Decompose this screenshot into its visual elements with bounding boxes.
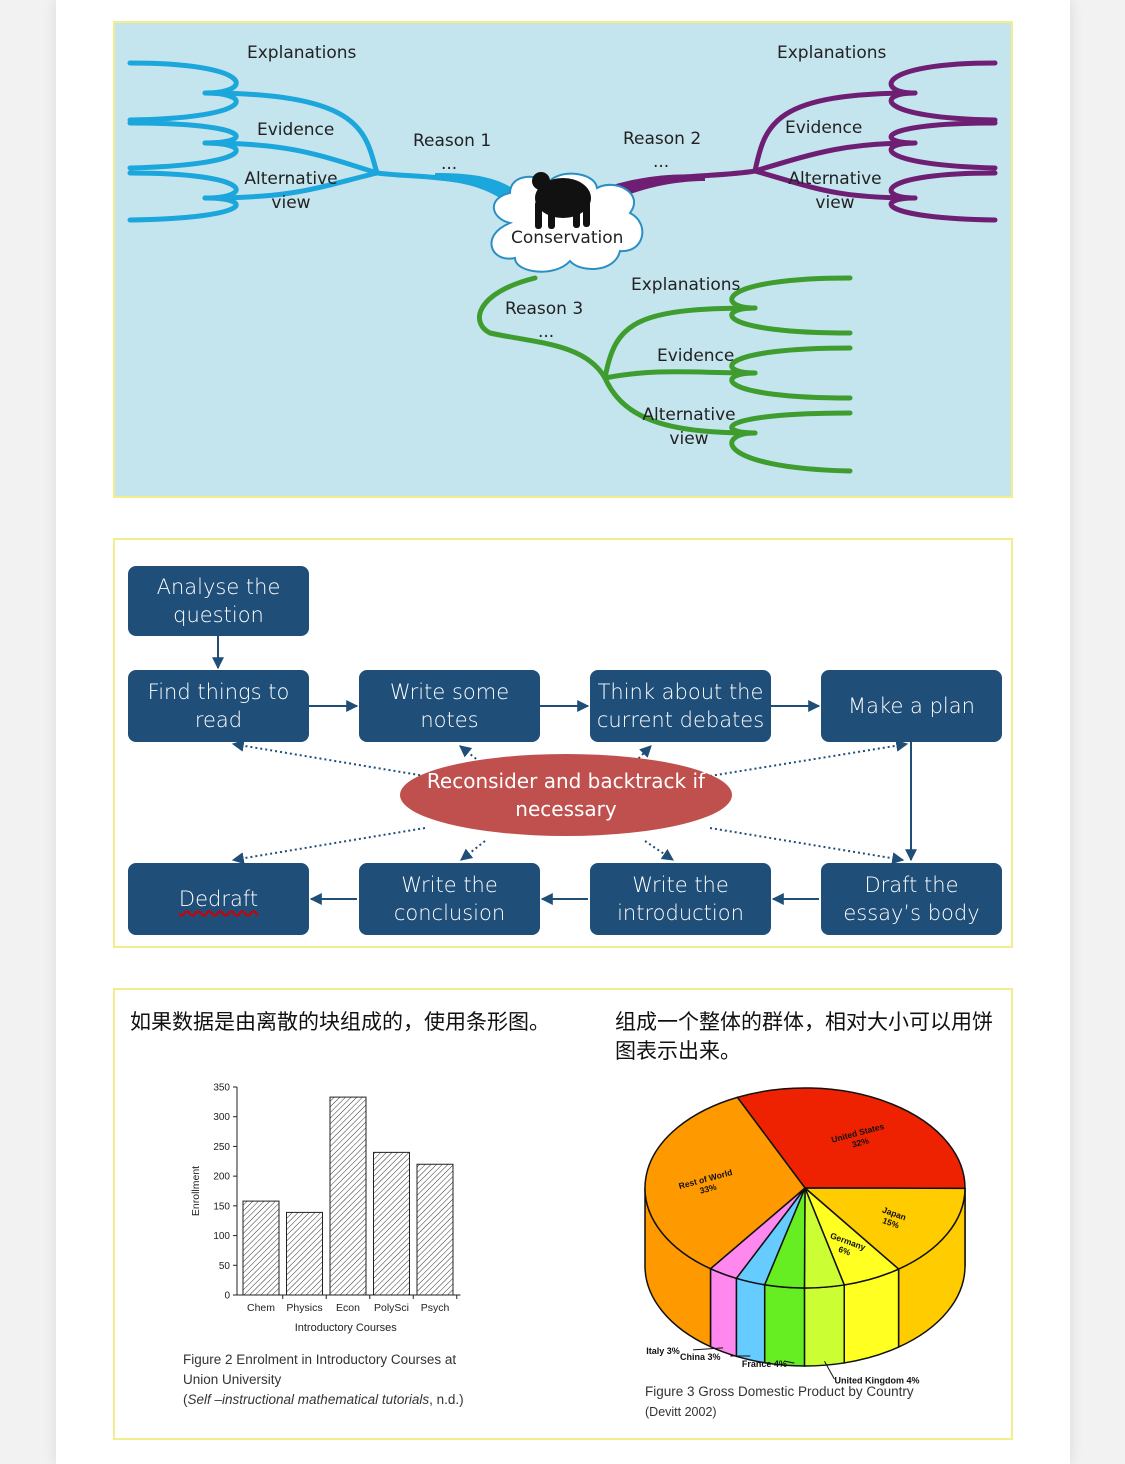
bar-caption-source-title: Self –instructional mathematical tutoria… — [187, 1392, 430, 1407]
pie-slice-japan — [802, 1187, 966, 1270]
bar-chart-caption: Figure 2 Enrolment in Introductory Cours… — [183, 1350, 523, 1410]
reason-1-ellipsis: ... — [441, 154, 457, 174]
bar-caption-open-paren: ( — [183, 1392, 188, 1407]
dotted-to-find — [231, 739, 426, 777]
bar-y-tick-label: 150 — [213, 1201, 230, 1212]
bar-chem — [242, 1200, 280, 1296]
bar-polysci — [373, 1151, 410, 1296]
bar-x-tick-label: Physics — [286, 1302, 322, 1314]
pie-label-italy: Italy 3% — [646, 1346, 680, 1356]
pie-side-china — [735, 1277, 766, 1364]
pie-caption-line-1: Figure 3 Gross Domestic Product by Count… — [645, 1384, 914, 1399]
pie-caption-line-2: (Devitt 2002) — [645, 1405, 717, 1419]
dotted-to-notes — [459, 745, 481, 763]
pie-leader-france — [784, 1360, 795, 1364]
flowchart-panel: Analyse the question Find things to read… — [113, 538, 1013, 948]
reason-2-evidence: Evidence — [785, 118, 862, 138]
bar-caption-source-date: , n.d.) — [429, 1392, 464, 1407]
bar-y-tick-label: 50 — [219, 1261, 231, 1272]
pie-side-united-kingdom — [803, 1284, 845, 1367]
step-make-a-plan: Make a plan — [821, 670, 1002, 742]
bar-x-tick-label: PolySci — [374, 1302, 409, 1314]
dotted-to-plan — [709, 739, 909, 777]
gdp-pie-chart: United States32%Japan15%Germany6%United … — [644, 1087, 966, 1385]
conservation-cloud — [490, 172, 644, 273]
reason-3-ellipsis: ... — [538, 322, 554, 342]
reason-1-evidence: Evidence — [257, 120, 334, 140]
step-write-conclusion: Write the conclusion — [359, 863, 540, 935]
reason-1-label: Reason 1 — [413, 131, 491, 151]
bar-chart-intro-text: 如果数据是由离散的块组成的，使用条形图。 — [130, 1010, 550, 1034]
mind-map-panel: Conservation Reason 1 ... Reason 2 ... R… — [113, 21, 1013, 498]
step-think-about-debates: Think about the current debates — [590, 670, 771, 742]
bar-caption-line-1: Figure 2 Enrolment in Introductory Cours… — [183, 1352, 457, 1367]
reason-2-root — [590, 174, 705, 208]
bar-econ — [329, 1096, 367, 1296]
step-redraft: Dedraft — [128, 863, 309, 935]
reason-2-explanations: Explanations — [777, 43, 886, 63]
flowchart-arrows — [212, 636, 917, 905]
reconsider-backtrack-ellipse: Reconsider and backtrack if necessary — [400, 754, 732, 836]
pie-side-italy — [709, 1267, 738, 1358]
pie-chart-intro-text: 组成一个整体的群体，相对大小可以用饼图表示出来。 — [615, 1010, 993, 1063]
bar-caption-line-3: (Self –instructional mathematical tutori… — [183, 1390, 523, 1410]
bar-x-tick-label: Chem — [247, 1302, 275, 1314]
figures-panel: 如果数据是由离散的块组成的，使用条形图。 组成一个整体的群体，相对大小可以用饼图… — [113, 988, 1013, 1440]
bar-caption-line-2: Union University — [183, 1372, 282, 1387]
bar-y-axis-title: Enrollment — [190, 1166, 202, 1216]
pie-chart-caption: Figure 3 Gross Domestic Product by Count… — [645, 1382, 1005, 1422]
pie-side-france — [763, 1283, 806, 1367]
step-analyse-question: Analyse the question — [128, 566, 309, 636]
step-write-some-notes: Write some notes — [359, 670, 540, 742]
bar-physics — [286, 1211, 323, 1296]
bar-psych — [416, 1163, 454, 1296]
dotted-to-redraft — [231, 827, 426, 865]
reason-3-branch — [477, 275, 853, 474]
pie-leader-italy — [693, 1347, 724, 1351]
bar-y-tick-label: 250 — [213, 1142, 230, 1153]
dotted-to-draft — [709, 827, 905, 865]
bar-y-tick-label: 300 — [213, 1112, 230, 1123]
bar-x-tick-label: Psych — [421, 1302, 450, 1314]
reason-3-explanations: Explanations — [631, 275, 740, 295]
reason-3-evidence: Evidence — [657, 346, 734, 366]
reason-3-label: Reason 3 — [505, 299, 583, 319]
reason-2-ellipsis: ... — [653, 152, 669, 172]
step-find-things-to-read: Find things to read — [128, 670, 309, 742]
pie-slice-united-states — [736, 1087, 966, 1190]
bar-y-tick-label: 350 — [213, 1083, 230, 1094]
pie-leader-united-kingdom — [824, 1361, 835, 1380]
step-write-introduction: Write the introduction — [590, 863, 771, 935]
reason-1-branch — [127, 60, 518, 223]
dotted-to-conclusion — [460, 840, 486, 861]
bar-y-tick-label: 0 — [224, 1291, 230, 1302]
bar-x-axis-title: Introductory Courses — [295, 1322, 398, 1334]
redraft-label: Dedraft — [178, 887, 259, 911]
pie-slice-rest-of-world — [644, 1096, 807, 1270]
pie-label-france: France 4% — [742, 1359, 787, 1369]
gorilla-icon — [532, 172, 591, 229]
reason-1-explanations: Explanations — [247, 43, 356, 63]
pie-label-china: China 3% — [680, 1352, 721, 1362]
pie-label-united-kingdom: United Kingdom 4% — [834, 1375, 919, 1385]
dotted-to-intro — [644, 840, 674, 861]
dotted-to-debates — [634, 745, 652, 763]
bar-y-tick-label: 100 — [213, 1231, 230, 1242]
bar-y-tick-label: 200 — [213, 1172, 230, 1183]
mind-map: Conservation Reason 1 ... Reason 2 ... R… — [127, 43, 998, 474]
reason-2-label: Reason 2 — [623, 129, 701, 149]
bar-x-tick-label: Econ — [336, 1302, 360, 1314]
step-draft-essay-body: Draft the essay’s body — [821, 863, 1002, 935]
center-label: Conservation — [511, 228, 623, 248]
